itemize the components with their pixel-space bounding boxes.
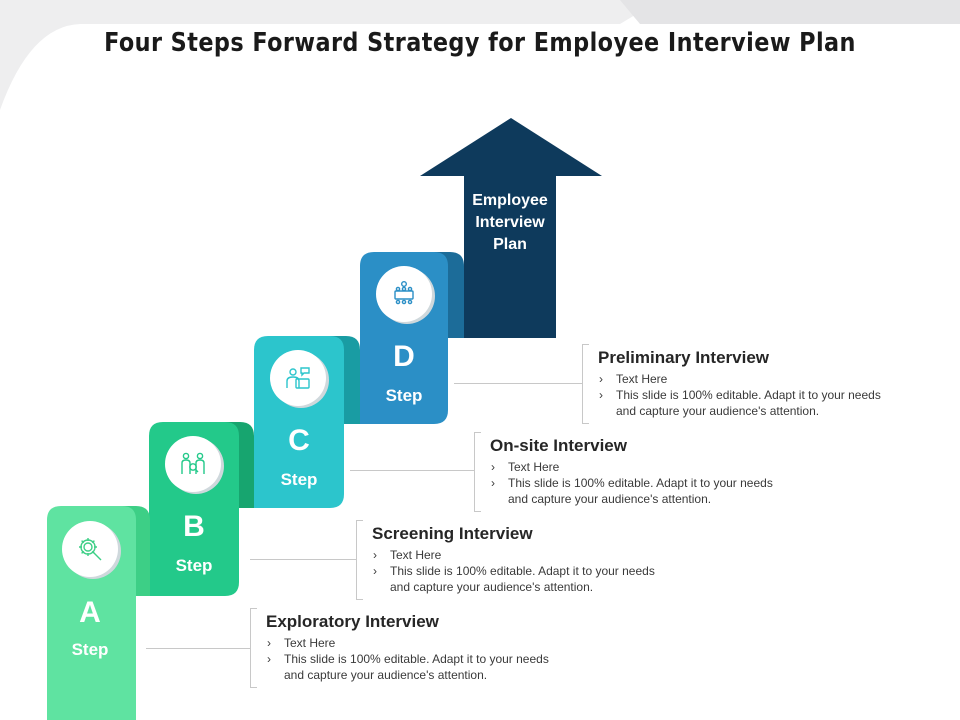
connector-d <box>454 383 582 384</box>
textblock-d-item-1: Text Here <box>616 372 668 386</box>
step-b-word: Step <box>175 556 213 575</box>
bullet-chevron-icon: › <box>373 548 377 562</box>
bullet-chevron-icon: › <box>267 636 271 650</box>
arrow-label: Employee Interview Plan <box>462 190 558 256</box>
slide-title: Four Steps Forward Strategy for Employee… <box>104 28 856 58</box>
textblock-b-item-2: This slide is 100% editable. Adapt it to… <box>390 564 655 594</box>
gear-search-icon <box>79 538 102 561</box>
connector-a <box>146 648 250 649</box>
textblock-b-heading: Screening Interview <box>372 524 533 543</box>
textblock-c-item: › This slide is 100% editable. Adapt it t… <box>490 475 788 507</box>
meeting-table-icon <box>394 281 414 305</box>
textblock-c-heading: On-site Interview <box>490 436 627 455</box>
textblock-a: Exploratory Interview › Text Here › This s… <box>266 612 586 683</box>
step-b-icon-circle <box>165 436 221 492</box>
arrow-shape <box>420 118 602 338</box>
textblock-b-item: › This slide is 100% editable. Adapt it t… <box>372 563 670 595</box>
arrow-label-line-1: Employee <box>472 192 548 209</box>
textblock-a-item-2: This slide is 100% editable. Adapt it to… <box>284 652 549 682</box>
bracket-c <box>474 432 481 512</box>
step-a-letter: A <box>79 596 101 629</box>
bracket-a <box>250 608 257 688</box>
arrow-label-line-3: Plan <box>493 236 527 253</box>
connector-b <box>250 559 356 560</box>
textblock-a-heading: Exploratory Interview <box>266 612 439 631</box>
bullet-chevron-icon: › <box>599 388 603 402</box>
textblock-c-item-1: Text Here <box>508 460 560 474</box>
arrow-label-line-2: Interview <box>475 214 545 231</box>
connector-c <box>350 470 474 471</box>
bullet-chevron-icon: › <box>599 372 603 386</box>
textblock-b-item: › Text Here <box>372 547 692 563</box>
presentation-icon <box>286 367 310 389</box>
textblock-a-item-1: Text Here <box>284 636 336 650</box>
textblock-a-item: › This slide is 100% editable. Adapt it t… <box>266 651 564 683</box>
bracket-b <box>356 520 363 600</box>
bullet-chevron-icon: › <box>267 652 271 666</box>
step-c-word: Step <box>280 470 318 489</box>
people-handshake-icon <box>181 452 205 474</box>
textblock-b-item-1: Text Here <box>390 548 442 562</box>
step-a-icon-circle <box>62 521 118 577</box>
bullet-chevron-icon: › <box>373 564 377 578</box>
textblock-d-heading: Preliminary Interview <box>598 348 770 367</box>
textblock-d: Preliminary Interview › Text Here › This s… <box>598 348 918 419</box>
step-d-letter: D <box>393 340 415 373</box>
bracket-d <box>582 344 589 424</box>
textblock-c-item-2: This slide is 100% editable. Adapt it to… <box>508 476 773 506</box>
textblock-c-item: › Text Here <box>490 459 810 475</box>
textblock-c: On-site Interview › Text Here › This slide… <box>490 436 810 507</box>
textblock-d-item: › This slide is 100% editable. Adapt it t… <box>598 387 896 419</box>
textblock-a-item: › Text Here <box>266 635 586 651</box>
step-a-word: Step <box>71 640 109 659</box>
step-b-letter: B <box>183 510 205 543</box>
step-c-icon-circle <box>270 350 326 406</box>
textblock-d-item: › Text Here <box>598 371 918 387</box>
step-c-letter: C <box>288 424 310 457</box>
textblock-d-item-2: This slide is 100% editable. Adapt it to… <box>616 388 881 418</box>
step-d-word: Step <box>385 386 423 405</box>
bullet-chevron-icon: › <box>491 460 495 474</box>
bullet-chevron-icon: › <box>491 476 495 490</box>
step-d-icon-circle <box>376 266 432 322</box>
textblock-b: Screening Interview › Text Here › This sli… <box>372 524 692 595</box>
